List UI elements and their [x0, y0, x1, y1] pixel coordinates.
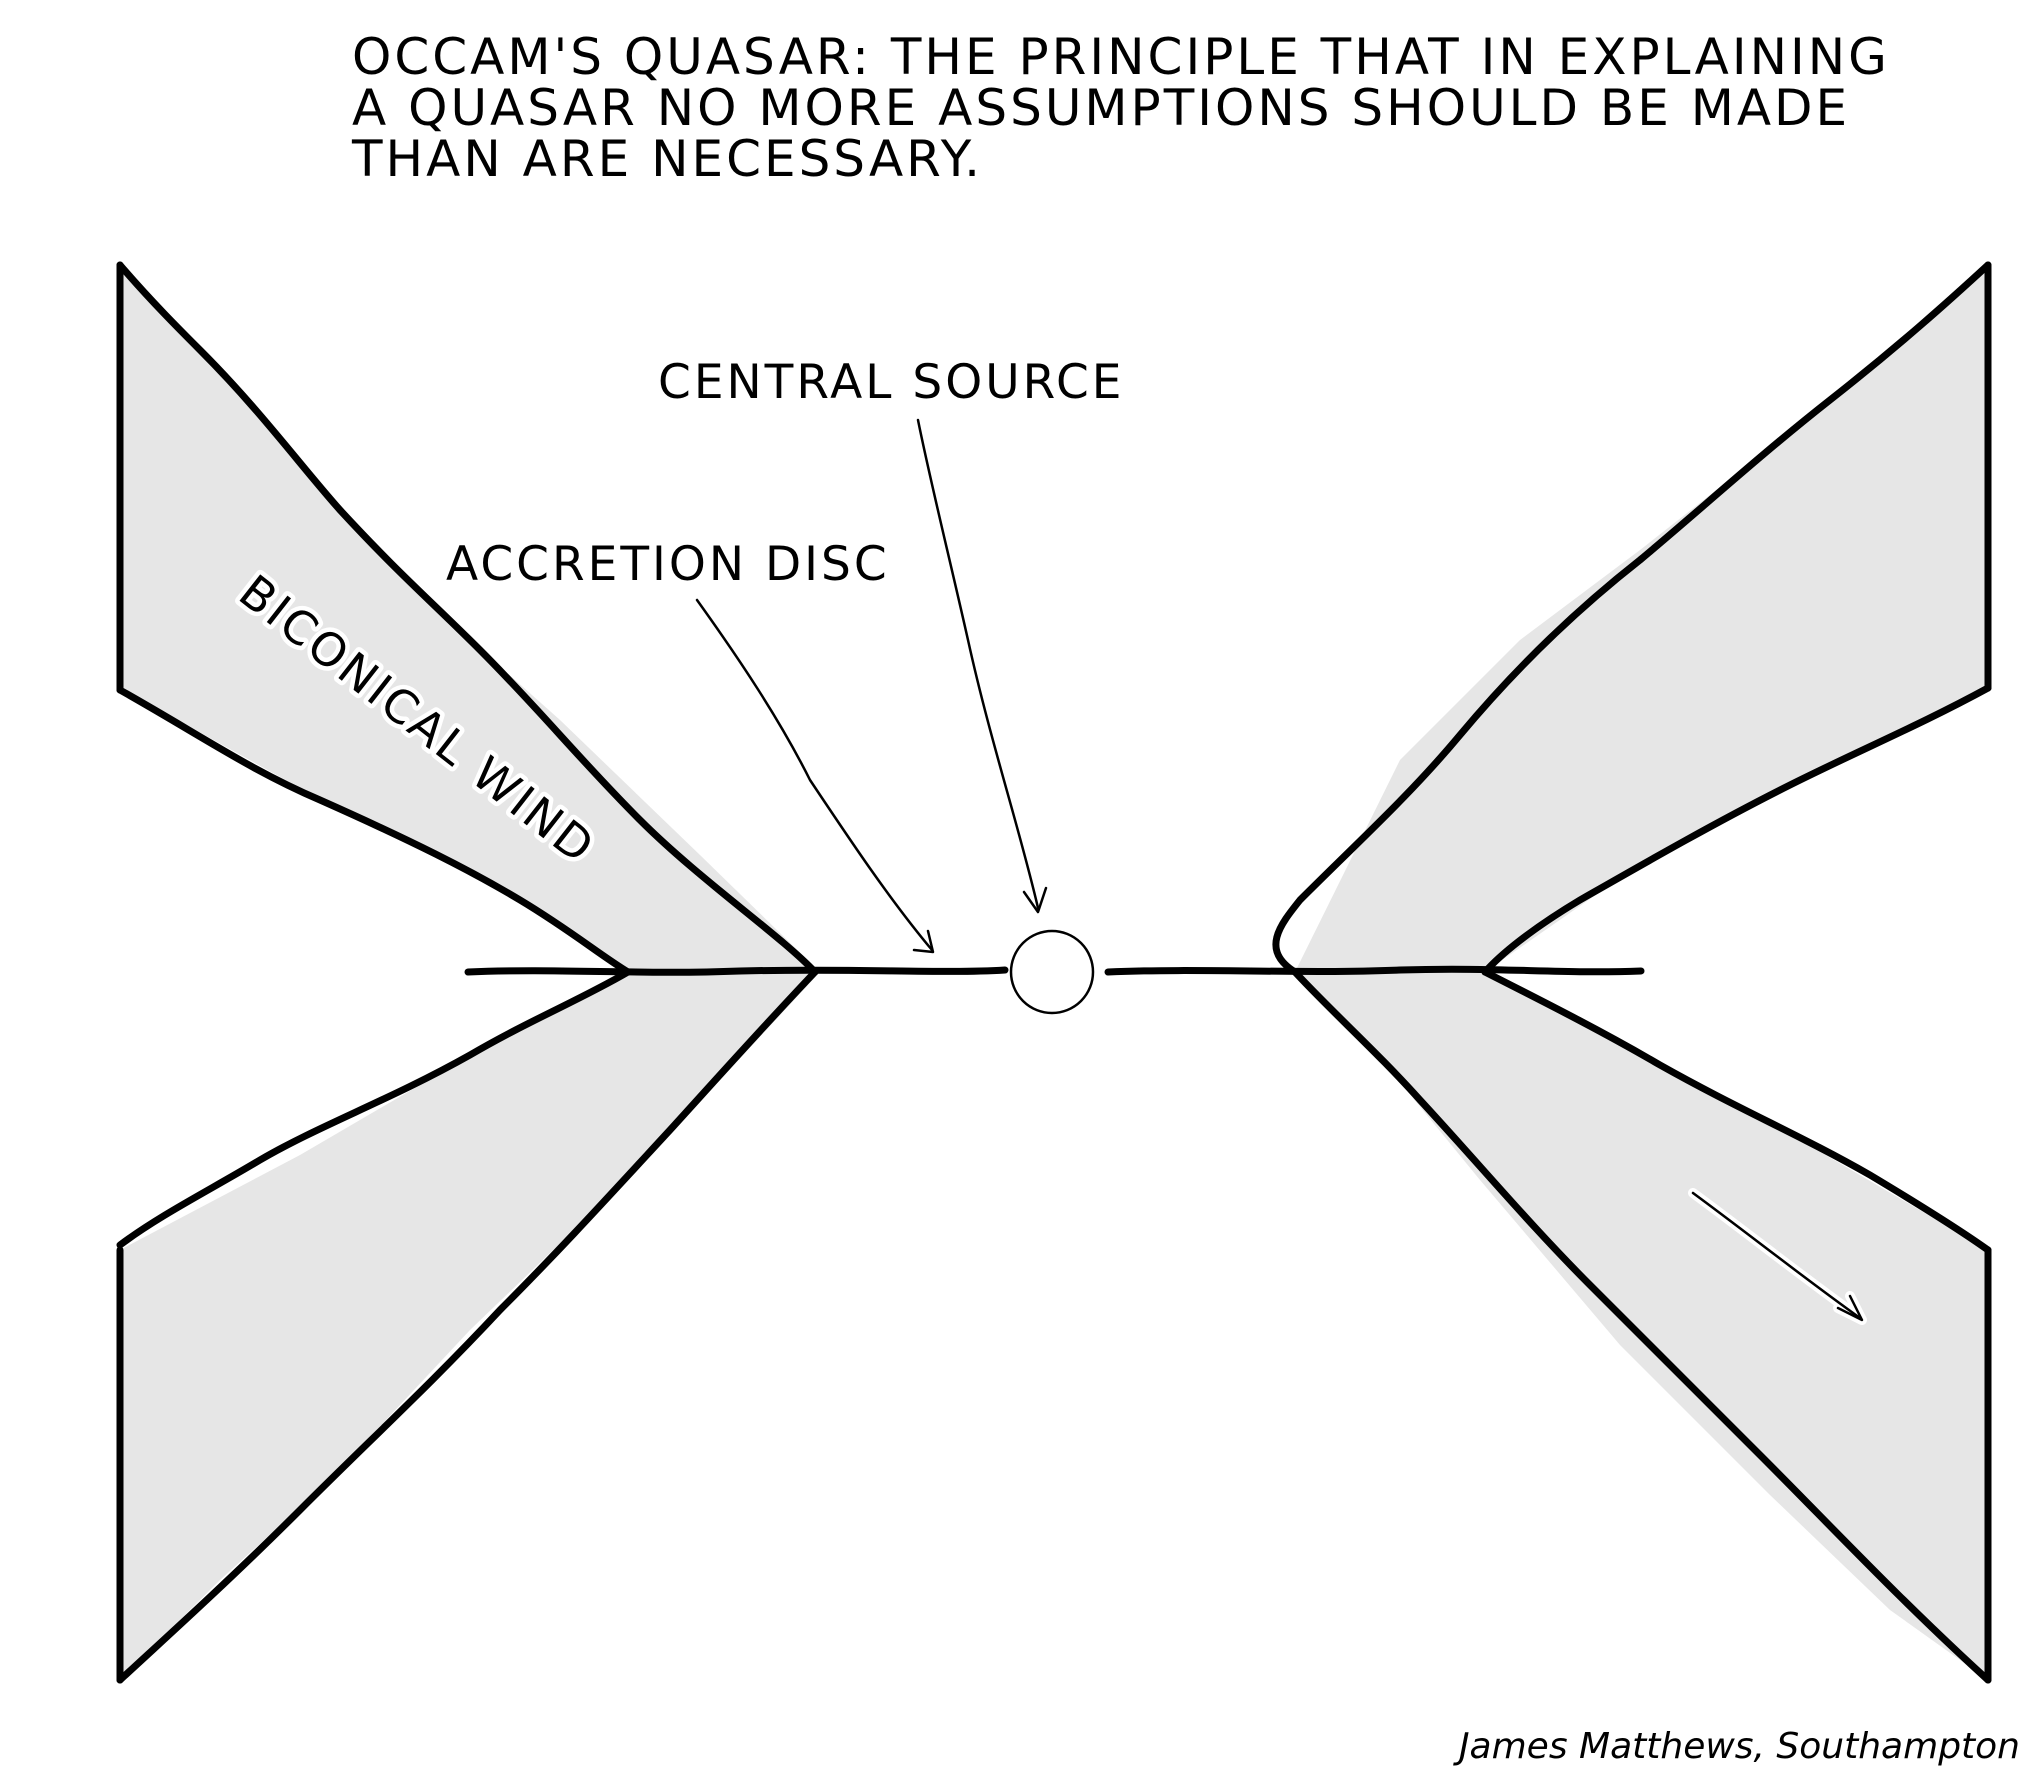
- biconical-wind: [116, 261, 1992, 1684]
- credit: James Matthews, Southampton: [1453, 1726, 2020, 1767]
- wind-outline-right-inner-top: [1481, 684, 1992, 976]
- label-accretion-disc: ACCRETION DISC: [446, 537, 890, 592]
- accretion-disc: [464, 965, 1645, 976]
- wind-outline-left-inner-bottom: [116, 968, 632, 1249]
- wind-upper-left: [120, 265, 820, 972]
- accretion-disc-pointer: [695, 598, 935, 954]
- central-source-pointer: [916, 418, 1048, 914]
- wind-outline-right-inner-bottom: [1481, 968, 1992, 1254]
- wind-lower-left: [120, 972, 820, 1680]
- accretion-disc-right: [1104, 965, 1645, 976]
- caption-line-1: OCCAM'S QUASAR: THE PRINCIPLE THAT IN EX…: [352, 28, 1890, 86]
- wind-upper-right: [1295, 265, 1988, 972]
- wind-outline-left-outer-bottom: [116, 968, 819, 1684]
- wind-direction-arrow: [1688, 1188, 1867, 1325]
- wind-outline-right-outer-bottom: [1291, 968, 1992, 1684]
- wind-outline-left-outer-top: [116, 261, 819, 976]
- accretion-disc-left: [464, 966, 1009, 976]
- wind-outline-right-outer-top: [1272, 261, 1992, 976]
- caption: OCCAM'S QUASAR: THE PRINCIPLE THAT IN EX…: [351, 28, 1890, 188]
- caption-line-3: THAN ARE NECESSARY.: [351, 130, 983, 188]
- wind-outline-left-inner-top: [116, 686, 632, 976]
- central-source-circle: [1009, 929, 1095, 1015]
- label-central-source: CENTRAL SOURCE: [658, 355, 1124, 410]
- caption-line-2: A QUASAR NO MORE ASSUMPTIONS SHOULD BE M…: [352, 79, 1850, 137]
